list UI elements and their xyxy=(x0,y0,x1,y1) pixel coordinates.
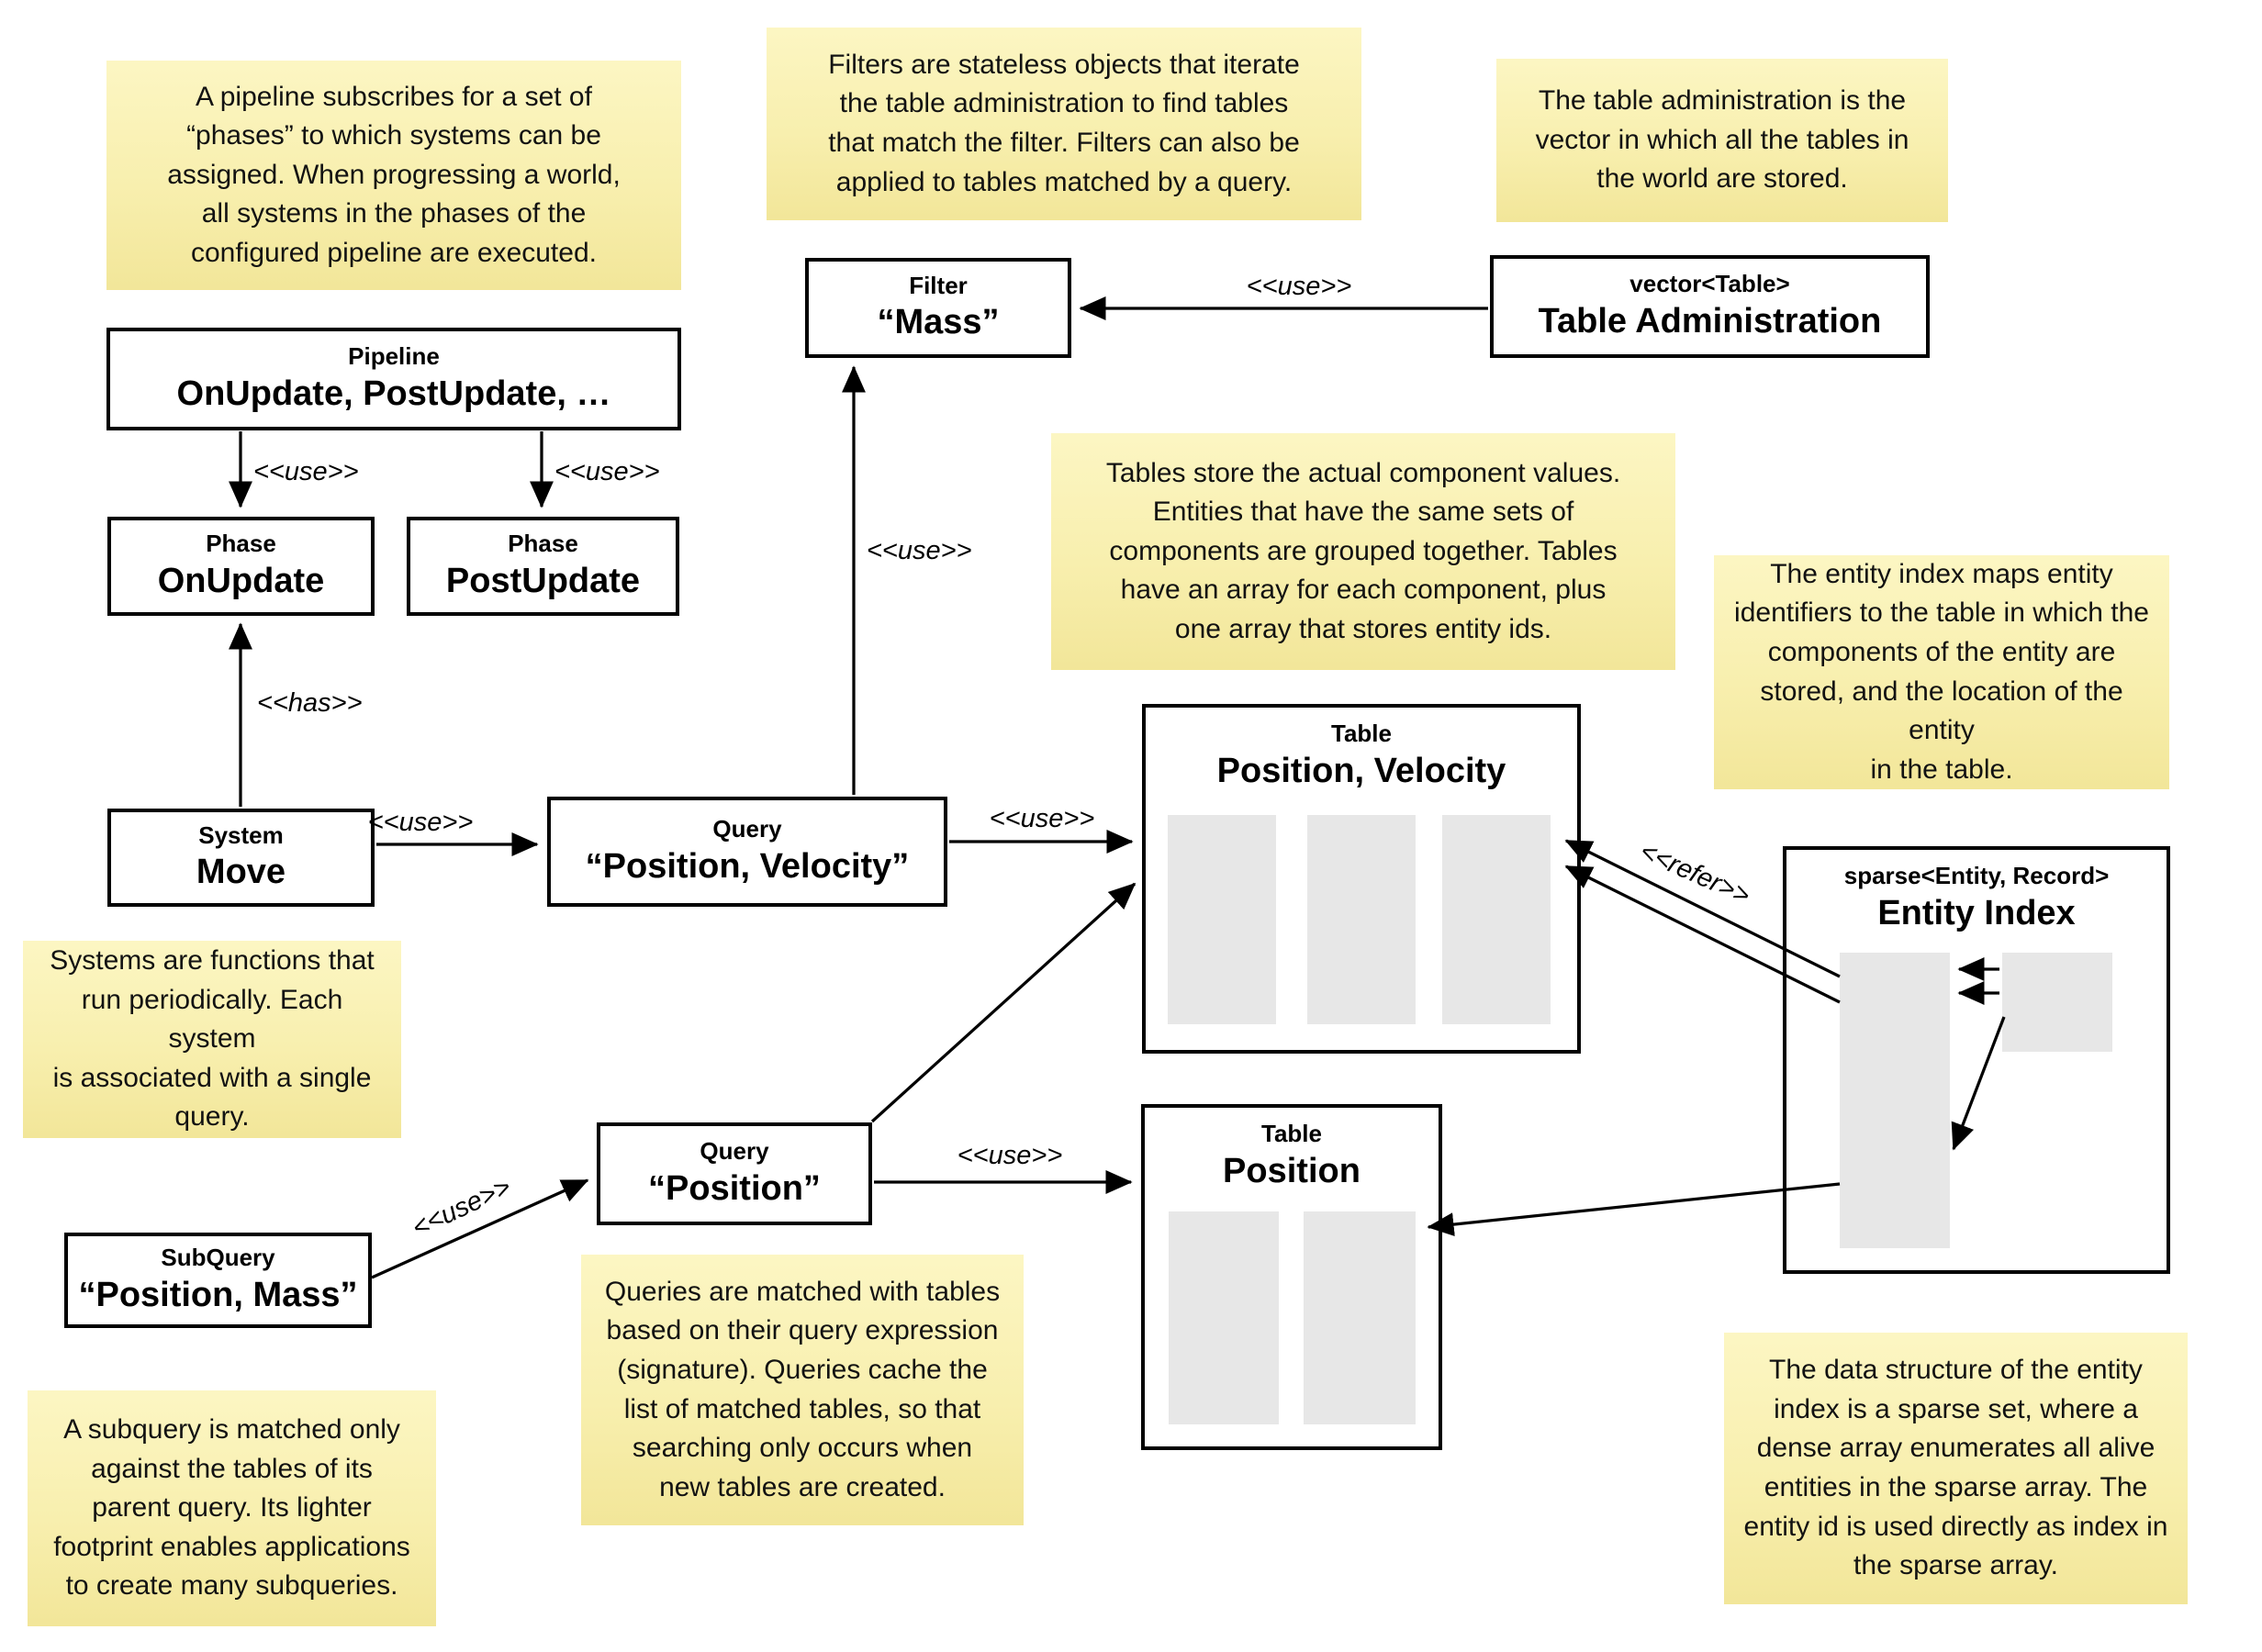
box-pipeline: Pipeline OnUpdate, PostUpdate, … xyxy=(106,328,681,430)
dense-array xyxy=(2002,953,2112,1052)
box-entity-index: sparse<Entity, Record> Entity Index xyxy=(1783,846,2170,1274)
label-use-pipeline-onupdate: <<use>> xyxy=(253,457,359,486)
box-pipeline-kind: Pipeline xyxy=(348,342,440,371)
entity-id-array xyxy=(1304,1211,1416,1424)
box-filter-mass: Filter “Mass” xyxy=(805,258,1071,358)
box-query-position: Query “Position” xyxy=(597,1122,872,1225)
note-tables: Tables store the actual component values… xyxy=(1051,433,1675,670)
box-phase-postupdate: Phase PostUpdate xyxy=(407,517,679,616)
entity-id-array xyxy=(1442,815,1551,1024)
label-use-querypv-table: <<use>> xyxy=(989,804,1095,833)
label-use-query-filter: <<use>> xyxy=(867,536,972,565)
box-query-position-velocity: Query “Position, Velocity” xyxy=(547,797,947,907)
label-use-pipeline-postupdate: <<use>> xyxy=(554,457,660,486)
box-phase-onupdate: Phase OnUpdate xyxy=(107,517,375,616)
component-array-2 xyxy=(1307,815,1416,1024)
note-filters: Filters are stateless objects that itera… xyxy=(767,28,1361,220)
note-sparse-set: The data structure of the entity index i… xyxy=(1724,1333,2188,1604)
label-use-system-query: <<use>> xyxy=(367,808,474,837)
edge-querypos-use-tablepv xyxy=(870,882,1137,1123)
box-table-position-velocity: Table Position, Velocity xyxy=(1142,704,1581,1054)
note-subquery: A subquery is matched only against the t… xyxy=(28,1390,436,1626)
box-subquery-position-mass: SubQuery “Position, Mass” xyxy=(64,1233,372,1328)
sparse-array xyxy=(1840,953,1950,1248)
component-array-1 xyxy=(1168,815,1276,1024)
component-array xyxy=(1169,1211,1279,1424)
note-queries: Queries are matched with tables based on… xyxy=(581,1255,1024,1525)
note-entity-index: The entity index maps entity identifiers… xyxy=(1714,555,2169,789)
label-refer-entityindex: <<refer>> xyxy=(1635,836,1754,911)
label-has-system-phase: <<has>> xyxy=(257,688,363,718)
label-use-admin-filter: <<use>> xyxy=(1246,272,1352,301)
box-pipeline-name: OnUpdate, PostUpdate, … xyxy=(176,374,611,413)
box-table-position: Table Position xyxy=(1141,1104,1442,1450)
note-pipeline: A pipeline subscribes for a set of “phas… xyxy=(106,61,681,290)
box-table-administration: vector<Table> Table Administration xyxy=(1490,255,1930,358)
note-systems: Systems are functions that run periodica… xyxy=(23,941,401,1138)
edge-refer-tablepos xyxy=(1427,1182,1841,1237)
label-use-subquery-query: <<use>> xyxy=(408,1172,516,1244)
note-table-administration: The table administration is the vector i… xyxy=(1496,59,1948,222)
label-use-querypos-tablepos: <<use>> xyxy=(957,1141,1063,1170)
box-system-move: System Move xyxy=(107,809,375,907)
